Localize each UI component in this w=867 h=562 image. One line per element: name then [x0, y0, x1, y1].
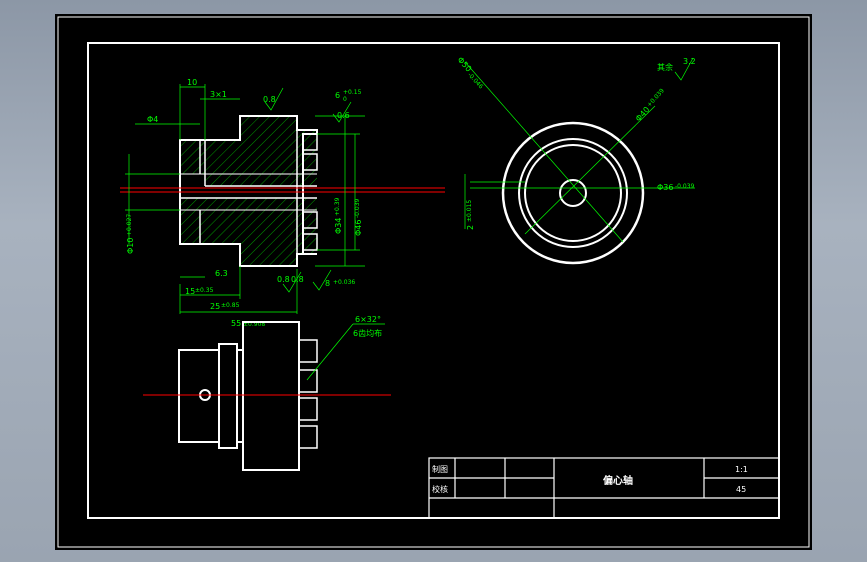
checked-by-label: 校核	[432, 484, 448, 494]
dim-phi36: Φ36	[657, 183, 673, 192]
material-value: 45	[736, 485, 746, 494]
dim-25-tol: ±0.85	[221, 302, 240, 309]
dim-phi10: Φ10	[126, 238, 135, 254]
remaining-label: 其余	[657, 62, 673, 72]
title-block	[428, 457, 780, 519]
dim-phi46-tol: -0.039	[354, 198, 361, 218]
dim-15-tol: ±0.35	[195, 287, 214, 294]
section-hatch-lower	[180, 198, 317, 266]
remaining-roughness: 3.2	[683, 57, 696, 66]
outer-border	[57, 16, 810, 548]
dim-phi46: Φ46	[354, 220, 363, 236]
dim-3x1: 3×1	[210, 90, 227, 99]
teeth-spec: 6×32°	[355, 315, 381, 324]
dim-8-tol: +0.036	[333, 279, 355, 286]
dim-phi4: Φ4	[147, 115, 158, 124]
dim-phi36-tol: -0.039	[675, 183, 695, 190]
dim-phi10-tol: +0.027	[126, 214, 133, 236]
dim-2-tol: ±0.015	[466, 200, 473, 222]
bottom-view: 6×32° 6齿均布	[143, 315, 391, 471]
section-outline	[179, 115, 318, 267]
dim-55: 55	[231, 319, 241, 328]
dim-phi34-tol: +0.39	[334, 197, 341, 216]
front-section-view: 10 3×1 Φ4 0.8 0.6 6 +0.15 0 15 ±0.35 25 …	[120, 78, 445, 328]
tol-6-sub: 0	[343, 96, 347, 103]
circle-phi50	[501, 121, 645, 265]
circle-bore	[559, 179, 587, 207]
circle-phi36	[524, 144, 622, 242]
drawing-sheet: 10 3×1 Φ4 0.8 0.6 6 +0.15 0 15 ±0.35 25 …	[55, 14, 812, 550]
section-hatch-upper	[180, 116, 317, 186]
inner-border	[87, 42, 780, 519]
dim-15: 15	[185, 287, 195, 296]
dim-8: 8	[325, 279, 330, 288]
dim-6.3: 6.3	[215, 269, 228, 278]
scale-value: 1:1	[735, 465, 748, 474]
rough-0.8-top: 0.8	[263, 95, 276, 104]
dim-phi40-tol: +0.039	[646, 87, 666, 108]
rough-0.6: 0.6	[337, 111, 350, 120]
dim-phi34: Φ34	[334, 218, 343, 234]
part-name: 偏心轴	[603, 474, 633, 487]
rough-0.8-side: 0.8	[277, 275, 290, 284]
dim-55-tol: ±0.908	[243, 321, 265, 328]
dim-25: 25	[210, 302, 220, 311]
dim-2: 2	[466, 225, 475, 230]
tol-6: 6	[335, 91, 340, 100]
rough-0.8-bottom: 0.8	[291, 275, 304, 284]
cad-drawing: 10 3×1 Φ4 0.8 0.6 6 +0.15 0 15 ±0.35 25 …	[57, 16, 810, 548]
side-view: Φ50 -0.046 Φ40 +0.039 Φ36 -0.039 2 ±0.01…	[456, 55, 696, 265]
teeth-note: 6齿均布	[353, 328, 382, 338]
tol-6-sup: +0.15	[343, 89, 362, 96]
circle-phi40	[518, 138, 628, 248]
drawn-by-label: 制图	[432, 464, 448, 474]
dim-10: 10	[187, 78, 197, 87]
